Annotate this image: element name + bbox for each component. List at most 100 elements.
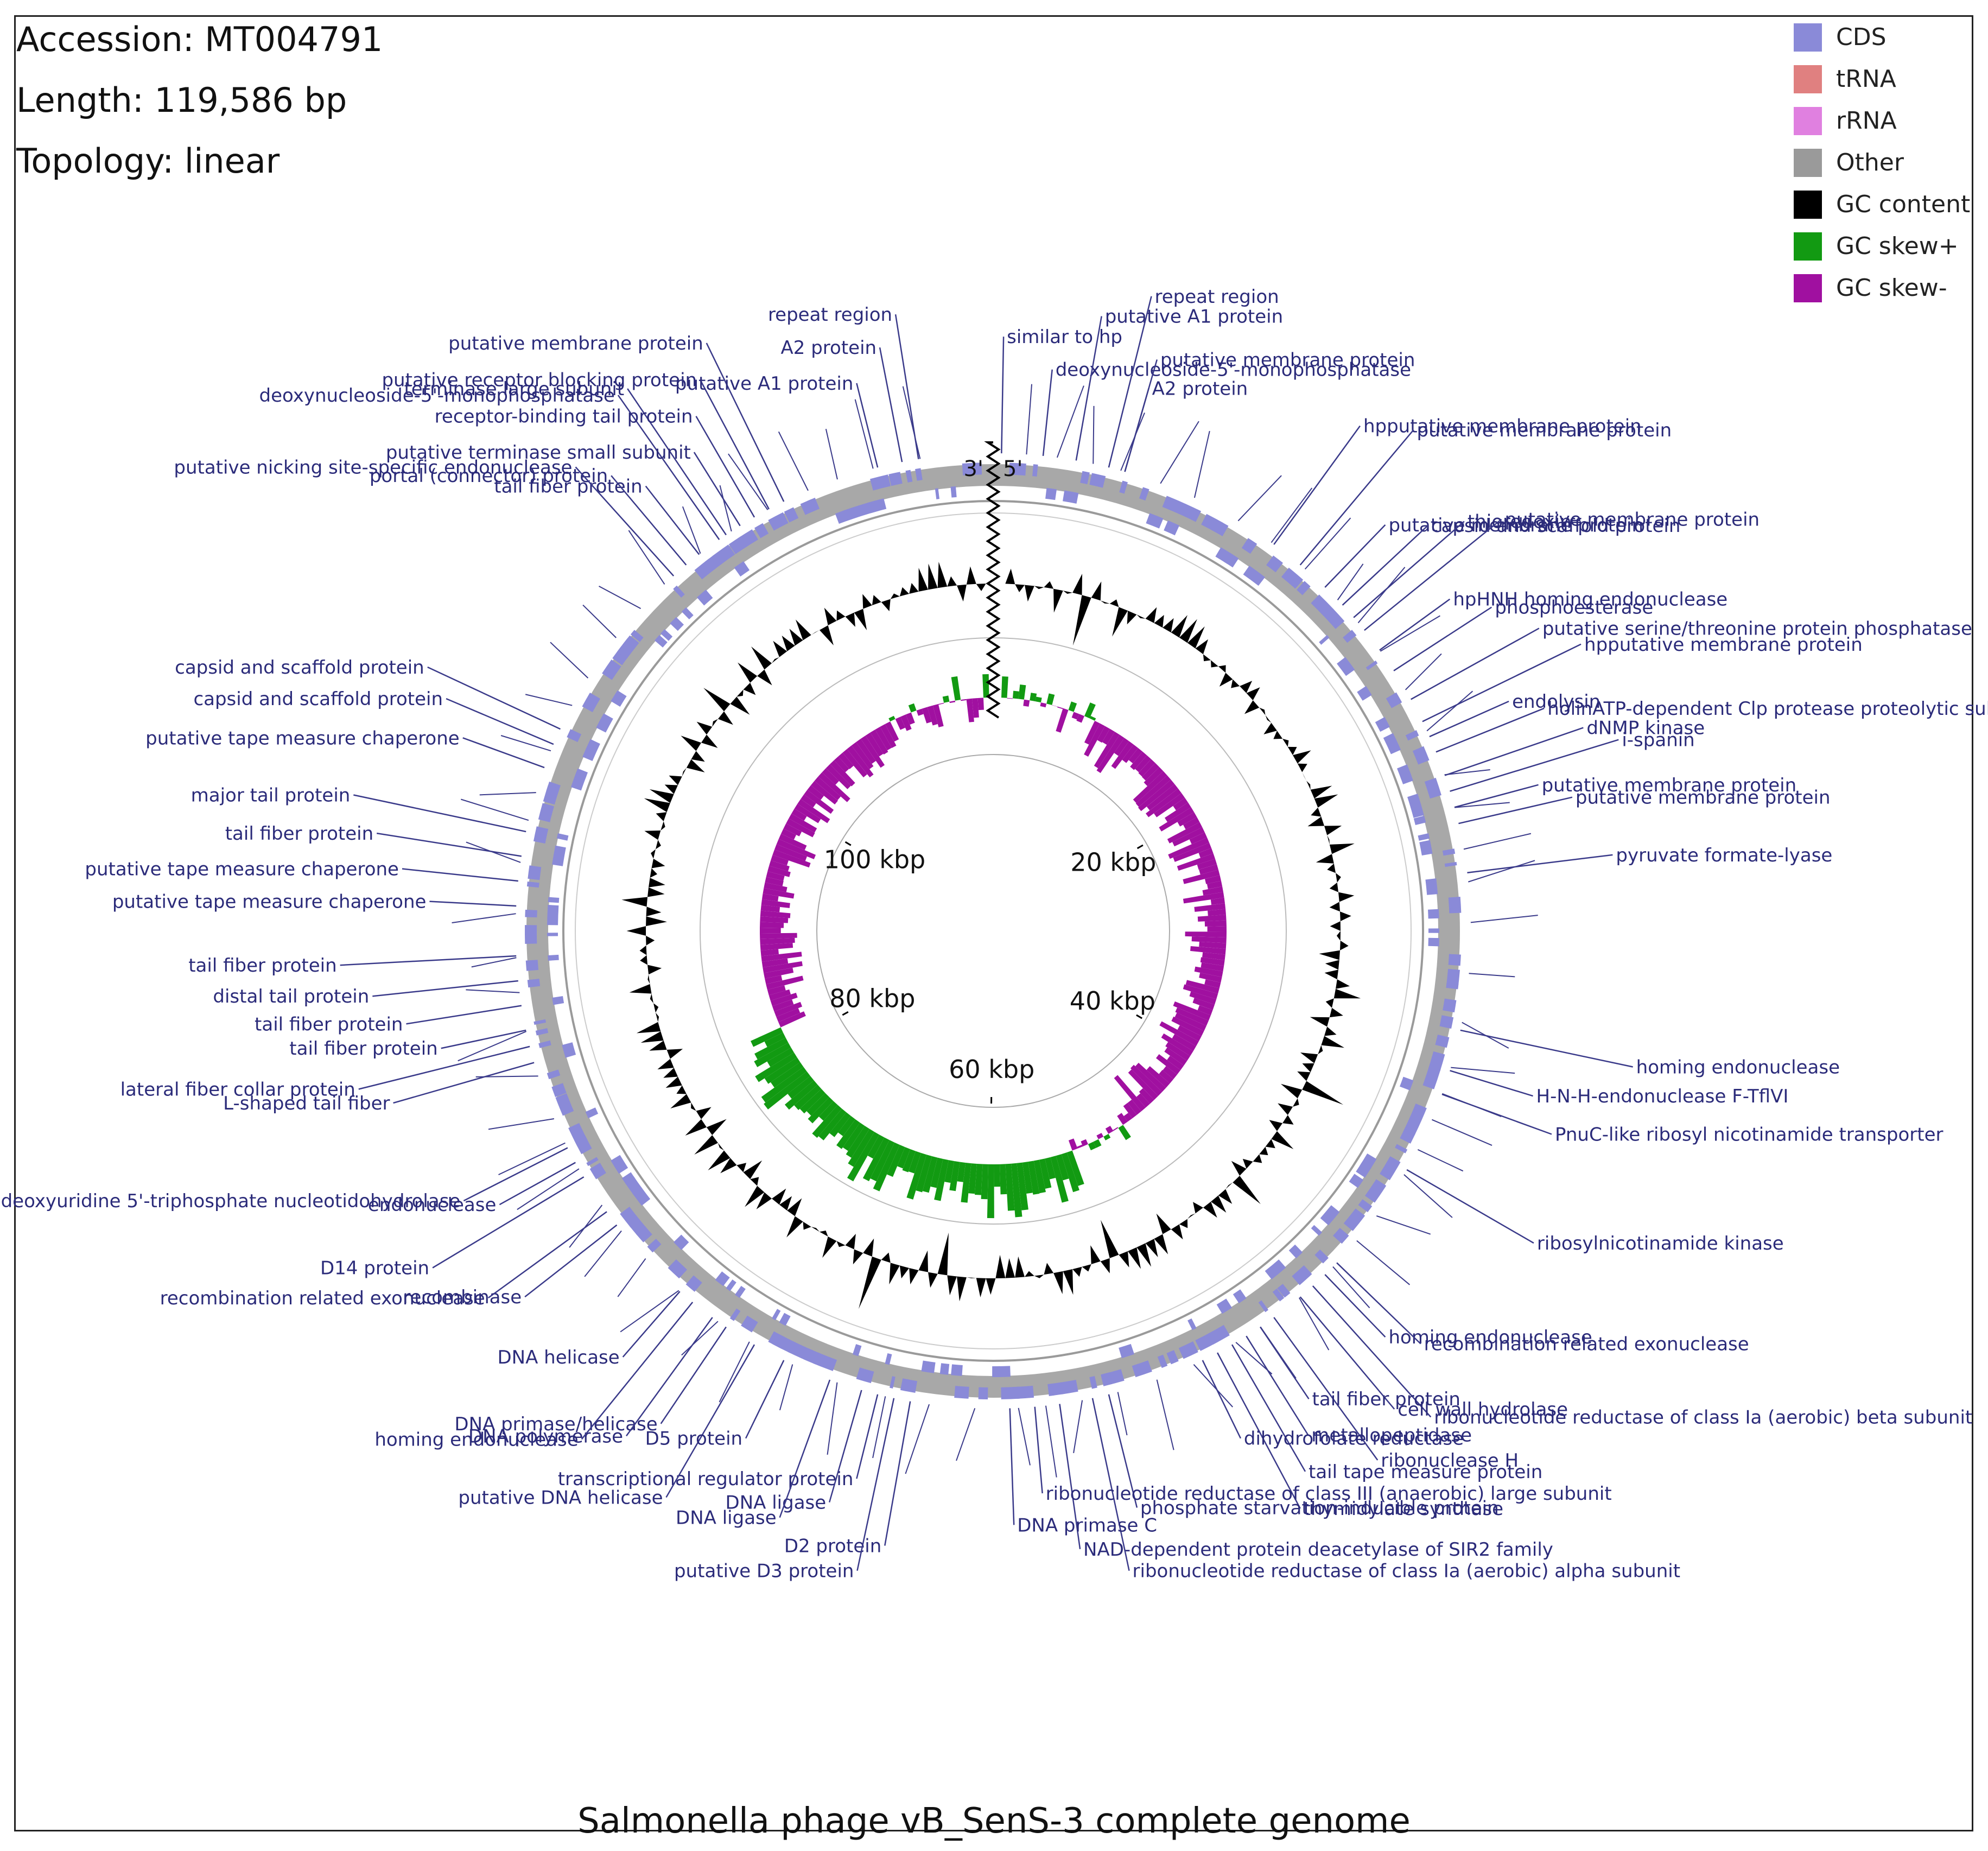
gc-skew-negative	[1097, 726, 1110, 743]
gc-skew-negative	[927, 705, 938, 726]
gc-content-peak	[743, 682, 756, 695]
gc-skew-negative	[834, 756, 849, 772]
cds-feature	[1411, 1104, 1427, 1120]
cds-feature	[552, 996, 564, 1005]
gc-content-peak	[1310, 1017, 1330, 1027]
cds-feature	[1448, 896, 1462, 914]
legend-swatch	[1794, 232, 1822, 261]
legend-item: Other	[1794, 142, 1970, 183]
feature-leader-line	[884, 1401, 911, 1546]
gc-skew-negative	[1172, 1034, 1196, 1051]
gc-skew-negative	[1135, 1062, 1166, 1092]
gc-skew-negative	[1194, 903, 1226, 912]
gc-skew-negative	[1128, 1069, 1159, 1100]
gc-skew-positive	[836, 1119, 860, 1149]
gc-content-peak	[629, 984, 652, 994]
gc-content-peak	[691, 751, 705, 762]
feature-leader-line	[500, 735, 551, 752]
gc-content-peak	[1225, 1182, 1233, 1189]
feature-leader-line	[1299, 1296, 1395, 1410]
gc-skew-negative	[900, 714, 912, 731]
gc-skew-negative	[1172, 827, 1205, 847]
gc-content-peak	[644, 831, 661, 840]
feature-leader-line	[1018, 1408, 1031, 1466]
gc-content-peak	[1330, 921, 1341, 931]
gc-skew-negative	[1122, 744, 1139, 763]
gc-skew-positive	[808, 1097, 834, 1124]
skew-inner-ring	[816, 754, 1170, 1108]
feature-leader-line	[1045, 1405, 1057, 1478]
gc-content-peak	[1340, 911, 1351, 922]
feature-leader-line	[1042, 369, 1053, 456]
gc-skew-positive	[1068, 701, 1077, 712]
gc-content-peak	[696, 1107, 712, 1119]
gc-skew-negative	[1146, 788, 1182, 817]
gc-skew-negative	[761, 899, 790, 908]
cds-feature	[1223, 552, 1239, 568]
gc-content-peak	[639, 945, 647, 955]
feature-label: similar to hp	[1007, 326, 1122, 348]
gc-content-peak	[872, 595, 881, 606]
gc-content-peak	[1136, 1243, 1152, 1267]
feature-leader-line	[682, 506, 701, 554]
feature-leader-line	[1336, 1262, 1421, 1345]
gc-content-peak	[1302, 1081, 1344, 1105]
cds-feature	[1132, 1360, 1152, 1378]
gc-content-peak	[957, 584, 967, 602]
gc-skew-negative	[1153, 793, 1185, 817]
gc-content-peak	[937, 1232, 949, 1276]
feature-leader-line	[458, 1031, 527, 1062]
gc-content-peak	[1100, 1220, 1119, 1258]
gc-content-peak	[1195, 639, 1209, 655]
gc-skew-negative	[797, 799, 830, 823]
feature-leader-line	[1468, 860, 1535, 883]
gc-skew-negative	[1192, 998, 1215, 1010]
gc-content-peak	[824, 607, 837, 626]
gc-skew-negative	[1185, 931, 1227, 938]
gc-content-peak	[1034, 1275, 1044, 1278]
gc-content-peak	[647, 965, 662, 975]
gc-content-peak	[660, 821, 665, 831]
cds-feature	[1407, 794, 1421, 808]
cds-feature	[1266, 555, 1284, 573]
feature-leader-line	[1376, 1215, 1431, 1235]
gc-content-peak	[1329, 1007, 1343, 1018]
gc-content-peak	[657, 1058, 674, 1069]
legend-label: rRNA	[1836, 107, 1897, 135]
cds-feature	[885, 1353, 892, 1365]
feature-label: L-shaped tail fiber	[223, 1093, 390, 1114]
gc-skew-negative	[1191, 936, 1227, 943]
gc-skew-negative	[860, 736, 885, 768]
gc-skew-positive	[794, 1085, 822, 1111]
gc-skew-negative	[1094, 731, 1120, 769]
feature-leader-line	[427, 666, 561, 730]
gc-content-peak	[909, 583, 919, 594]
gc-skew-negative	[1071, 712, 1079, 720]
gc-content-peak	[899, 1265, 910, 1279]
feature-leader-line	[1451, 1067, 1515, 1074]
gc-skew-negative	[1096, 734, 1125, 774]
feature-label: phosphate starvation-inducible protein	[1140, 1497, 1499, 1519]
cds-feature	[681, 607, 694, 620]
cds-feature	[890, 1376, 895, 1389]
gc-content-peak	[1179, 1219, 1188, 1228]
gc-skew-negative	[760, 927, 781, 934]
feature-leader-line	[406, 1005, 522, 1025]
feature-leader-line	[695, 416, 755, 518]
feature-leader-line	[700, 379, 770, 510]
gc-skew-positive	[846, 1125, 870, 1158]
cds-feature	[935, 488, 940, 499]
gc-skew-positive	[761, 1067, 807, 1103]
cds-feature	[1288, 1244, 1303, 1259]
gc-skew-negative	[760, 910, 791, 918]
cds-feature	[533, 1019, 547, 1025]
kbp-tick-label: 100 kbp	[824, 845, 925, 874]
gc-content-peak	[1005, 1258, 1015, 1278]
cds-feature	[1400, 1128, 1416, 1144]
cds-feature	[674, 1234, 689, 1250]
feature-leader-line	[1271, 487, 1313, 543]
gc-content-peak	[881, 1252, 891, 1263]
gc-skew-negative	[1077, 1144, 1083, 1149]
cds-feature	[1439, 1015, 1454, 1029]
